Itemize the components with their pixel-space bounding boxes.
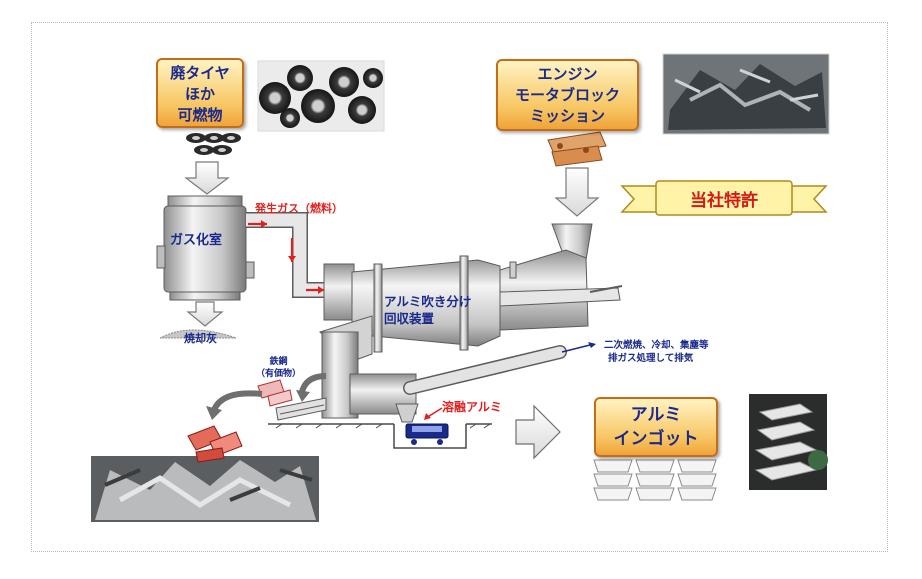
exhaust-pipe <box>403 342 596 395</box>
engine-box-line: ミッション <box>529 107 605 125</box>
ingot-box-line: インゴット <box>613 429 699 449</box>
patent-banner-text: 当社特許 <box>690 191 758 211</box>
feed-hopper <box>499 223 623 331</box>
exhaust-label-line: 二次燃焼、冷却、集塵等 <box>604 340 709 351</box>
ingot-output-box: アルミ インゴット <box>594 397 718 457</box>
exhaust-label: 二次燃焼、冷却、集塵等 排ガス処理して排気 <box>604 339 709 365</box>
separator-label: アルミ吹き分け 回収装置 <box>384 293 471 327</box>
ingot-photo <box>749 394 828 490</box>
tire-photo <box>257 60 385 132</box>
tire-box-line: 廃タイヤ <box>170 64 230 82</box>
engine-photo <box>662 53 830 135</box>
scrap-photo <box>91 456 319 522</box>
generated-gas-label: 発生ガス（燃料） <box>255 202 343 215</box>
exhaust-label-line: 排ガス処理して排気 <box>608 353 694 364</box>
gasifier-vessel <box>156 195 255 301</box>
ground-hatching <box>275 423 491 429</box>
engine-feed-arrow <box>554 167 600 217</box>
tire-input-box: 廃タイヤ ほか 可燃物 <box>156 58 244 128</box>
engine-input-box: エンジン モータブロック ミッション <box>496 59 639 131</box>
engine-scrap-icon <box>547 131 607 167</box>
iron-scrap-icon <box>257 379 293 407</box>
tire-box-line: 可燃物 <box>177 106 223 124</box>
ash-arrow <box>186 301 224 327</box>
molten-aluminum-label: 溶融アルミ <box>442 400 502 414</box>
gas-pipe <box>246 212 330 298</box>
separator-drum <box>323 255 501 353</box>
patent-banner-shape <box>620 180 828 216</box>
engine-box-line: エンジン <box>537 65 598 83</box>
ingot-box-line: アルミ <box>630 405 682 425</box>
ash-pile <box>159 329 237 339</box>
diagram-frame <box>31 22 888 552</box>
iron-label-line: 鉄鋼 <box>269 357 288 367</box>
tire-box-line: ほか <box>184 85 215 103</box>
iron-out-arrow <box>299 373 327 393</box>
tire-feed-arrow <box>184 161 230 195</box>
iron-scrap-pile-icon <box>187 425 243 463</box>
engine-box-line: モータブロック <box>514 86 620 104</box>
separator-label-line: アルミ吹き分け <box>384 294 472 309</box>
molten-ladle <box>393 423 467 449</box>
iron-out-arrow-head <box>296 390 310 402</box>
gasifier-chamber-label: ガス化室 <box>170 233 223 248</box>
tire-stack-icon <box>186 133 241 155</box>
furnace-body <box>319 315 419 423</box>
scrap-out-arrow-head <box>206 406 222 420</box>
molten-arrow-head <box>424 413 431 420</box>
ingot-output-arrow <box>515 404 561 460</box>
iron-chute <box>275 397 327 421</box>
iron-label: 鉄鋼 （有価物） <box>256 356 301 380</box>
scrap-out-arrow <box>211 390 263 412</box>
ingot-stack-icon <box>593 459 717 501</box>
separator-label-line: 回収装置 <box>384 311 435 326</box>
ash-label: 焼却灰 <box>184 332 217 345</box>
iron-label-line: （有価物） <box>256 369 302 379</box>
